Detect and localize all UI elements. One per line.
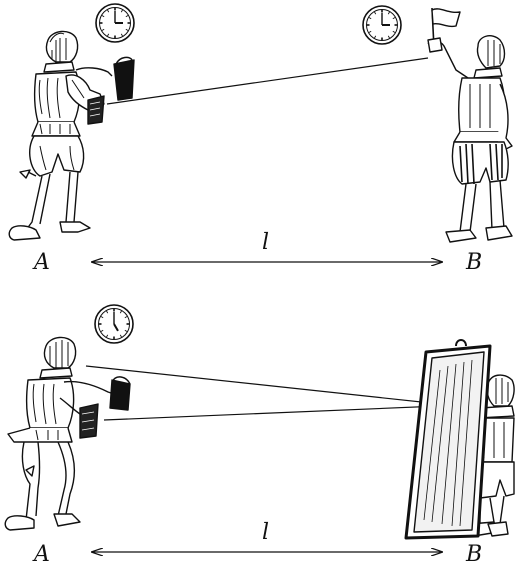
person-figure	[9, 31, 134, 240]
distance-label: l	[262, 232, 269, 254]
flag-icon	[432, 9, 460, 27]
person-figure	[5, 337, 130, 530]
signal-ray	[107, 58, 428, 104]
distance-label: l	[262, 522, 269, 544]
person-figure	[428, 8, 512, 242]
signal-ray	[104, 406, 440, 420]
clock-icon	[95, 305, 133, 343]
top-panel	[9, 4, 512, 262]
bottom-panel	[5, 305, 514, 552]
clock-icon	[363, 6, 401, 44]
lantern-icon	[114, 60, 134, 100]
point-b-label: B	[466, 544, 482, 566]
point-a-label: A	[34, 544, 50, 566]
mirror-icon	[406, 340, 490, 538]
signal-ray	[86, 366, 440, 404]
lantern-icon	[110, 380, 130, 410]
clock-icon	[96, 4, 134, 42]
point-b-label: B	[466, 252, 482, 274]
point-a-label: A	[34, 252, 50, 274]
